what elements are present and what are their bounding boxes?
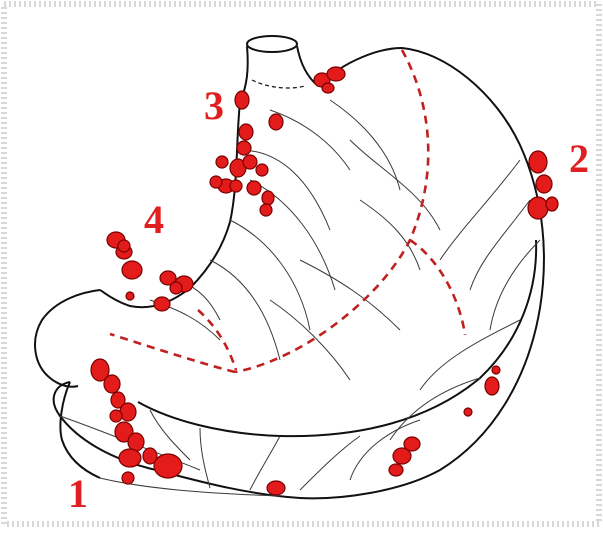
lymph-node [404, 437, 420, 451]
lymph-node [216, 156, 228, 168]
lymph-node [492, 366, 500, 374]
lymph-node [154, 297, 170, 311]
lymph-node [464, 408, 472, 416]
lymph-node [327, 67, 345, 81]
zone-label-3: 3 [204, 86, 224, 126]
lymph-node [118, 240, 130, 252]
lymph-node [260, 204, 272, 216]
zone-label-2: 2 [569, 139, 589, 179]
lymph-node [389, 464, 403, 476]
lymph-node [267, 481, 285, 495]
lymph-node [170, 282, 182, 294]
lymph-node [128, 433, 144, 451]
lymph-node [243, 155, 257, 169]
lymph-node [110, 410, 122, 422]
lymph-node [262, 191, 274, 205]
zone-label-4: 4 [144, 200, 164, 240]
lymph-node [546, 197, 558, 211]
lymph-node [154, 454, 182, 478]
zone-label-1: 1 [68, 474, 88, 514]
lymph-node [104, 375, 120, 393]
lymph-node [528, 197, 548, 219]
lymph-node [322, 83, 334, 93]
lymph-node [122, 472, 134, 484]
lymph-node [536, 175, 552, 193]
lymph-node [269, 114, 283, 130]
lymph-node [122, 261, 142, 279]
lymph-node [485, 377, 499, 395]
lymph-node [120, 403, 136, 421]
lymph-node [126, 292, 134, 300]
lymph-node [210, 176, 222, 188]
lymph-node [239, 124, 253, 140]
lymph-node [235, 91, 249, 109]
lymph-node [247, 181, 261, 195]
lymph-node [230, 180, 242, 192]
lymph-node [119, 449, 141, 467]
lymph-node [529, 151, 547, 173]
lymph-node [237, 141, 251, 155]
lymph-node [256, 164, 268, 176]
